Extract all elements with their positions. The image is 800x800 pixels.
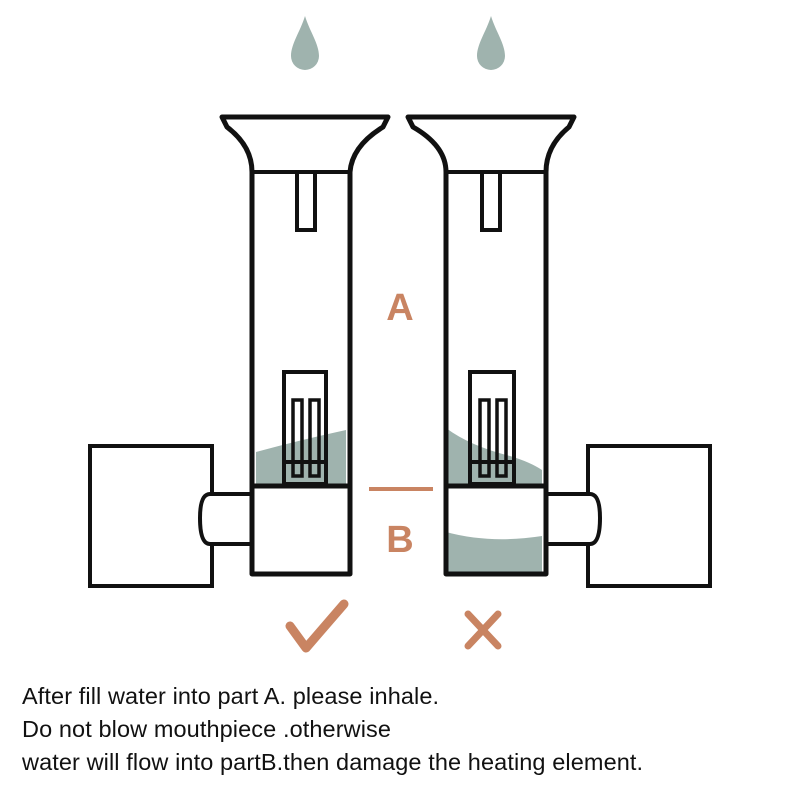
caption-line-2: Do not blow mouthpiece .otherwise: [22, 716, 392, 742]
caption-line-1: After fill water into part A. please inh…: [22, 683, 440, 709]
water-filter-diagram: A B: [88, 16, 712, 653]
water-drop-icon-right: [477, 16, 505, 70]
part-b-label: B: [386, 519, 413, 561]
caption-line-3: water will flow into partB.then damage t…: [22, 749, 644, 775]
right-device: [405, 114, 712, 588]
right-mouthpiece: [586, 444, 712, 588]
left-mouthpiece: [88, 444, 214, 588]
cross-mark-icon: [464, 610, 502, 650]
left-funnel: [219, 114, 391, 577]
right-water-part-a: [446, 428, 542, 484]
right-connector-tube: [546, 492, 603, 546]
check-mark-icon: [285, 599, 349, 653]
part-a-label: A: [386, 287, 413, 329]
left-connector-tube: [197, 492, 252, 546]
instruction-caption: After fill water into part A. please inh…: [22, 680, 792, 779]
water-drop-icon-left: [291, 16, 319, 70]
right-water-part-b: [446, 532, 542, 572]
right-funnel: [405, 114, 577, 577]
left-device: [88, 114, 391, 588]
